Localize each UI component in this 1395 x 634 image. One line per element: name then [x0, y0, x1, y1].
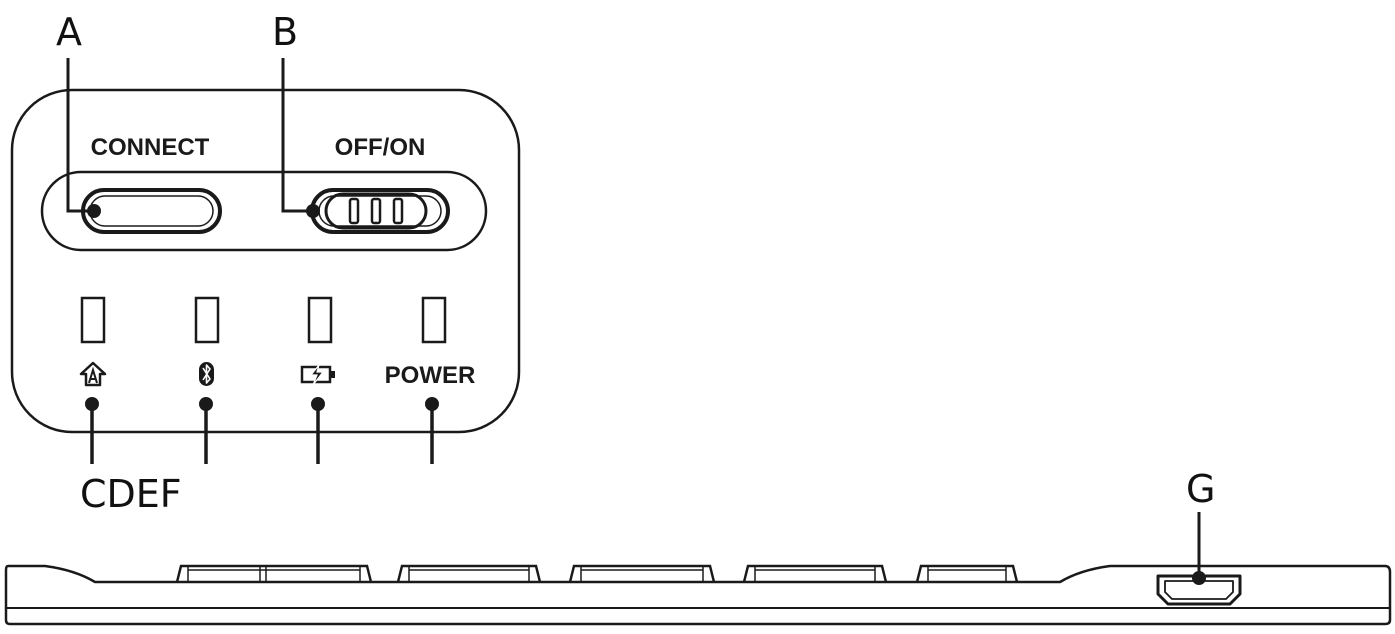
led-caps-lock [80, 296, 106, 344]
key-profile-2 [396, 564, 542, 583]
micro-usb-port [1156, 574, 1242, 606]
connect-button[interactable] [81, 188, 222, 234]
caps-lock-icon [79, 361, 107, 387]
callout-g-dot [1192, 571, 1206, 585]
callout-a-dot [87, 204, 101, 218]
callout-a-leader [66, 58, 94, 213]
callout-a-label: A [56, 10, 82, 54]
key-profile-5 [915, 564, 1019, 583]
power-switch[interactable] [310, 188, 450, 234]
callout-b-dot [306, 204, 320, 218]
callout-g-label: G [1186, 467, 1215, 511]
led-power [421, 296, 447, 344]
callout-cdef-label: CDEF [80, 472, 182, 516]
keyboard-side-profile [4, 564, 1392, 626]
callout-b-label: B [272, 10, 298, 54]
key-profile-3 [568, 564, 716, 583]
led-battery [307, 296, 333, 344]
callout-b-leader [281, 58, 313, 213]
led-bluetooth [194, 296, 220, 344]
key-profile-4 [742, 564, 888, 583]
control-panel [10, 88, 521, 434]
button-recess [40, 170, 488, 252]
bluetooth-icon [199, 362, 214, 386]
connect-label: CONNECT [91, 134, 210, 161]
switch-knob[interactable] [324, 192, 428, 230]
power-label: POWER [385, 362, 476, 389]
offon-label: OFF/ON [335, 134, 426, 161]
led-leaders [85, 397, 439, 464]
battery-charging-icon [300, 364, 335, 386]
key-profile-1 [175, 564, 373, 583]
